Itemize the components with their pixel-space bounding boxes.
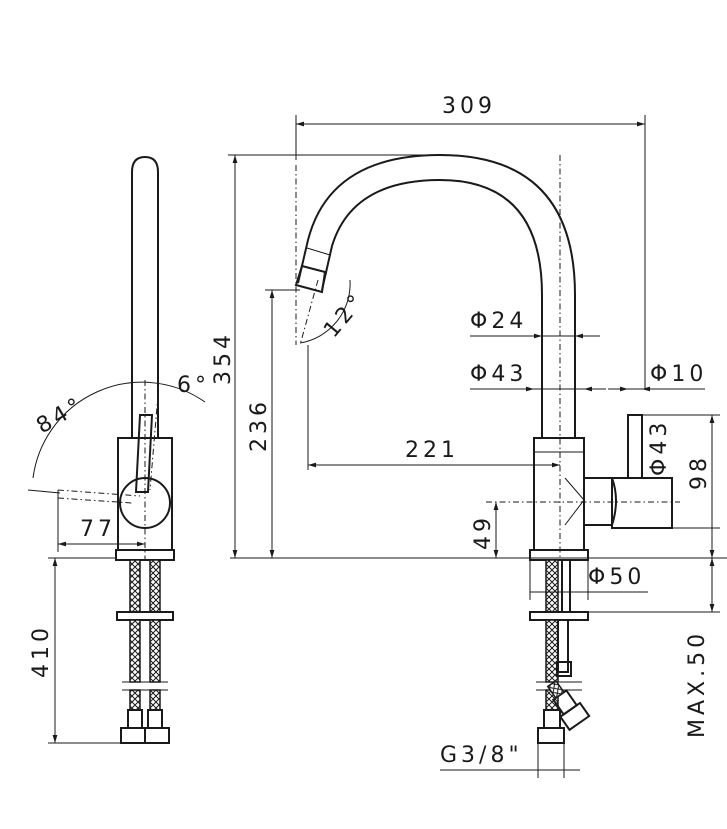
base-dia-label: Φ50 — [588, 565, 645, 590]
side-hose-left-2 — [129, 619, 141, 683]
front-lever-stem — [627, 414, 643, 479]
handle-height-label: 98 — [687, 454, 712, 490]
spout-tip-line — [306, 247, 331, 256]
side-washer — [116, 611, 174, 621]
hose-length-label: 410 — [29, 624, 54, 678]
spout-angle-arc — [299, 279, 351, 344]
front-hose — [545, 559, 559, 613]
lever-angle-label: 84° — [32, 392, 89, 439]
side-hose-right — [149, 559, 161, 613]
side-hose-right-3 — [149, 689, 161, 711]
side-hose-left-3 — [129, 689, 141, 711]
spout-axis-tilt — [299, 279, 319, 346]
front-lever-cone — [564, 477, 585, 526]
handle-body-dia-label: Φ43 — [647, 419, 672, 476]
side-hose-right-2 — [149, 619, 161, 683]
side-fitting-right — [147, 709, 163, 729]
height-label: 354 — [211, 331, 236, 385]
spout-inner — [321, 178, 543, 438]
front-lever-cap — [611, 477, 673, 529]
side-spout — [131, 155, 159, 438]
front-nut — [537, 727, 565, 744]
thread-label: G3/8" — [440, 743, 523, 768]
front-angled-fitting — [546, 679, 591, 732]
handle-dia-label: Φ10 — [650, 362, 707, 387]
side-fitting-left — [127, 709, 143, 729]
spout-outer — [297, 153, 576, 438]
front-rod — [561, 559, 571, 613]
width-label: 309 — [442, 94, 496, 119]
side-lever-handle — [134, 414, 154, 493]
lever-depth-label: 77 — [80, 517, 116, 542]
lever-axis-height-label: 49 — [471, 514, 496, 550]
side-axis-tilt — [149, 394, 159, 491]
front-body — [533, 437, 585, 551]
side-base — [115, 549, 175, 561]
side-view: 84° 6° 77 410 — [27, 155, 210, 744]
lever-angle-leader — [27, 489, 61, 494]
side-hose-left — [129, 559, 141, 613]
front-fitting — [543, 709, 561, 729]
reach-label: 221 — [405, 438, 459, 463]
front-base — [529, 549, 589, 561]
body-dia-label: Φ43 — [470, 362, 527, 387]
spout-height-label: 236 — [247, 398, 272, 452]
front-rod-end — [556, 661, 572, 677]
spout-tip — [294, 264, 327, 294]
front-rod-2 — [557, 619, 569, 673]
side-nut-left — [120, 727, 146, 744]
deck-max-label: MAX.50 — [685, 630, 710, 738]
front-view: 309 354 236 12° 221 Φ24 Φ43 Φ10 Φ43 — [211, 94, 727, 778]
side-nut-right — [144, 727, 170, 744]
lever-offset-angle-label: 6° — [177, 373, 210, 398]
front-washer — [529, 611, 589, 621]
lever-angle-arc — [32, 381, 206, 479]
spout-angle-label: 12° — [319, 288, 371, 343]
spout-dia-label: Φ24 — [470, 309, 527, 334]
side-lever-rotated — [57, 489, 141, 504]
